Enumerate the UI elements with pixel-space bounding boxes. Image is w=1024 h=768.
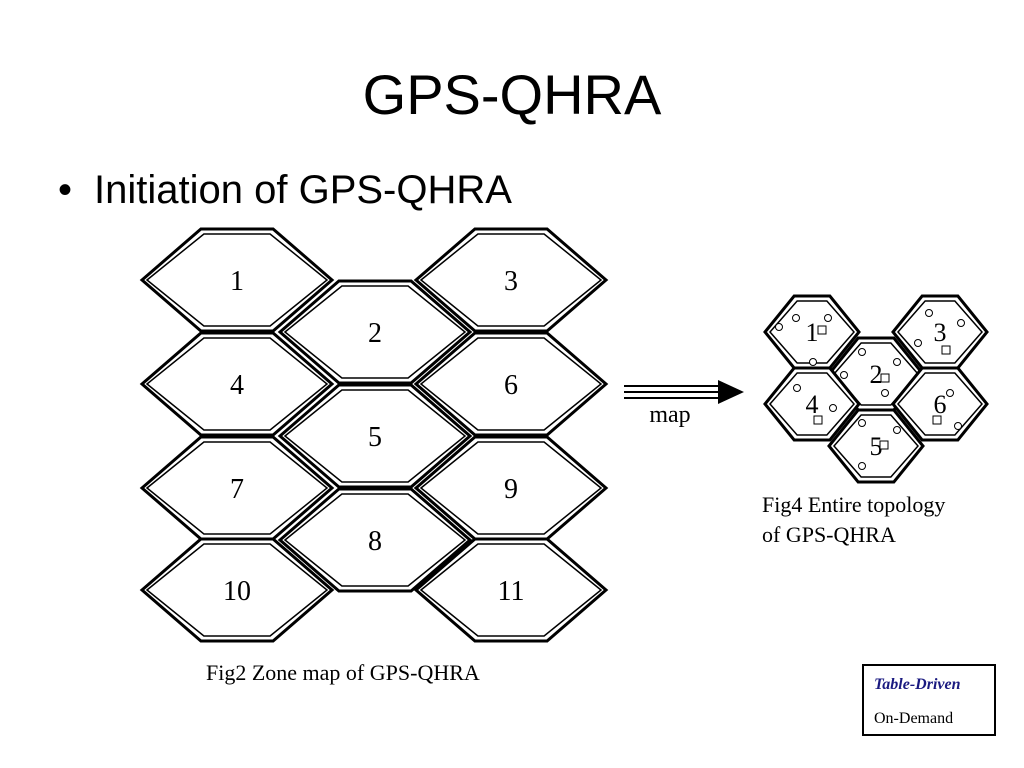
topology-hex-4: 4 [763, 366, 861, 442]
node-circle-icon [946, 389, 954, 397]
node-circle-icon [829, 404, 837, 412]
legend-table-driven: Table-Driven [874, 676, 961, 693]
zone-hex-2: 2 [277, 279, 473, 385]
zone-hex-7-label: 7 [230, 474, 244, 505]
topology-hex-4-label: 4 [806, 390, 819, 419]
slide-title: GPS-QHRA [362, 63, 662, 126]
topology-hex-6-label: 6 [934, 390, 947, 419]
zone-hex-11-label: 11 [498, 576, 525, 607]
node-circle-icon [925, 309, 933, 317]
zone-hex-9-label: 9 [504, 474, 518, 505]
zone-hex-1: 1 [139, 227, 335, 333]
node-square-icon [817, 325, 827, 335]
topology-caption: Fig4 Entire topology of GPS-QHRA [762, 490, 945, 550]
node-square-icon [932, 415, 942, 425]
bullet-text: Initiation of GPS-QHRA [94, 168, 512, 212]
topology-hex-2-label: 2 [870, 360, 883, 389]
bullet-dot-icon: • [58, 168, 73, 212]
node-square-icon [813, 415, 823, 425]
zone-hex-10-label: 10 [223, 576, 251, 607]
zone-hex-4: 4 [139, 331, 335, 437]
zone-hex-9: 9 [413, 435, 609, 541]
topology-hex-1-label: 1 [806, 318, 819, 347]
zone-hex-6: 6 [413, 331, 609, 437]
node-circle-icon [858, 419, 866, 427]
node-square-icon [941, 345, 951, 355]
entire-topology: 1 2 3 4 5 6 [763, 294, 989, 484]
node-circle-icon [858, 348, 866, 356]
zone-hex-3: 3 [413, 227, 609, 333]
node-square-icon [880, 373, 890, 383]
zone-hex-5-label: 5 [368, 422, 382, 453]
zone-map-caption: Fig2 Zone map of GPS-QHRA [206, 660, 480, 685]
map-arrow-label: map [649, 402, 690, 428]
topology-hex-3: 3 [891, 294, 989, 370]
zone-hex-3-label: 3 [504, 266, 518, 297]
zone-hex-8-label: 8 [368, 526, 382, 557]
node-square-icon [879, 440, 889, 450]
node-circle-icon [775, 323, 783, 331]
node-circle-icon [914, 339, 922, 347]
zone-hex-6-label: 6 [504, 370, 518, 401]
node-circle-icon [954, 422, 962, 430]
topology-caption-line1: Fig4 Entire topology [762, 492, 946, 517]
topology-caption-line2: of GPS-QHRA [762, 522, 896, 547]
topology-hex-3-label: 3 [934, 318, 947, 347]
zone-hex-1-label: 1 [230, 266, 244, 297]
topology-hex-6: 6 [891, 366, 989, 442]
node-circle-icon [824, 314, 832, 322]
zone-map: 1 2 3 4 5 6 7 8 9 10 11 [139, 227, 609, 643]
node-circle-icon [893, 426, 901, 434]
topology-hex-5-label: 5 [870, 432, 883, 461]
legend-on-demand: On-Demand [874, 710, 954, 727]
zone-hex-10: 10 [139, 537, 335, 643]
bullet-item: • Initiation of GPS-QHRA [58, 168, 512, 213]
node-circle-icon [957, 319, 965, 327]
node-circle-icon [840, 371, 848, 379]
node-circle-icon [881, 389, 889, 397]
node-circle-icon [792, 314, 800, 322]
zone-hex-8: 8 [277, 487, 473, 593]
zone-hex-5: 5 [277, 383, 473, 489]
zone-hex-11: 11 [413, 537, 609, 643]
node-circle-icon [793, 384, 801, 392]
zone-hex-4-label: 4 [230, 370, 244, 401]
zone-hex-2-label: 2 [368, 318, 382, 349]
map-arrow-icon [624, 380, 744, 404]
node-circle-icon [893, 358, 901, 366]
protocol-legend: Table-Driven On-Demand [862, 664, 996, 736]
node-circle-icon [809, 358, 817, 366]
node-circle-icon [858, 462, 866, 470]
